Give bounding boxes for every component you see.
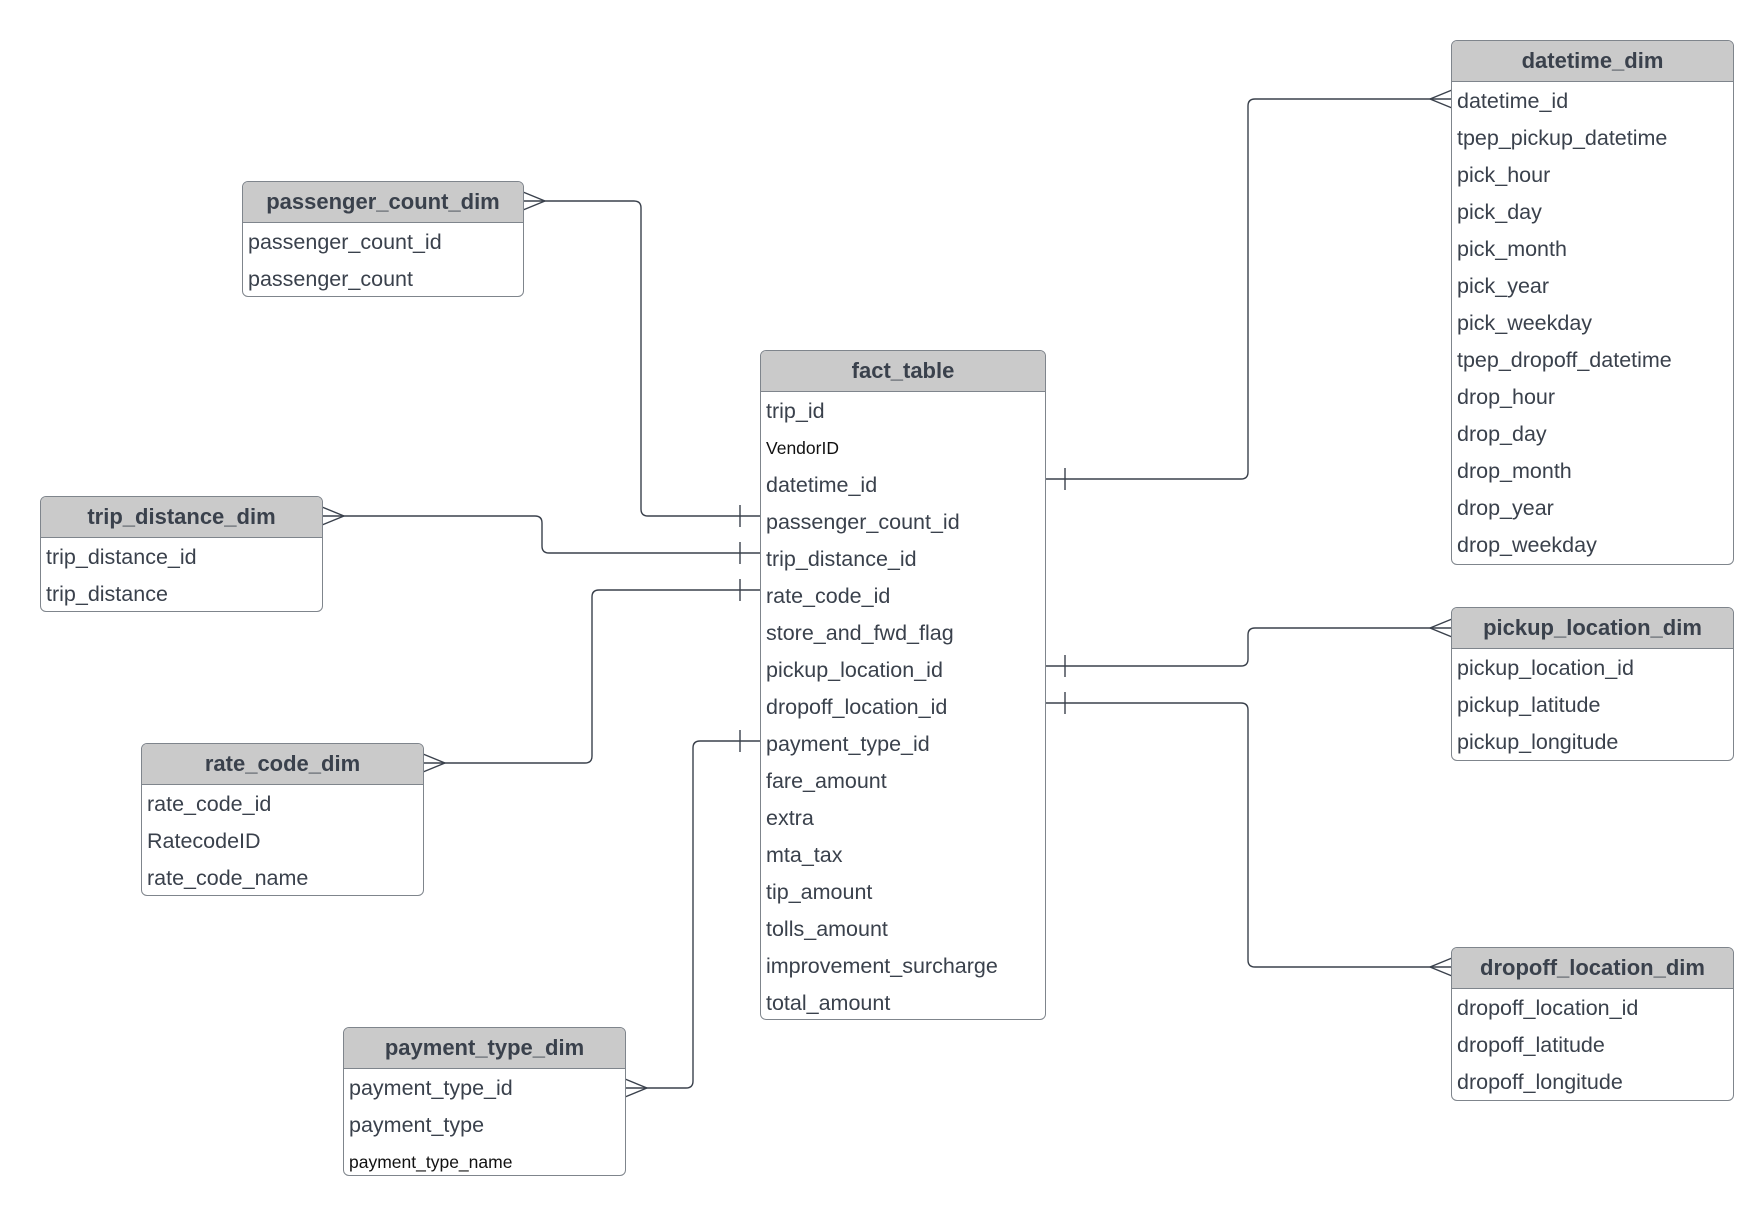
field-row[interactable]: tpep_pickup_datetime <box>1457 126 1668 150</box>
field-row[interactable]: trip_distance_id <box>46 545 197 569</box>
field-row[interactable]: total_amount <box>766 991 891 1015</box>
field-row[interactable]: payment_type <box>349 1113 485 1137</box>
field-list: pickup_location_id pickup_latitude pickup_… <box>1452 649 1733 760</box>
relationship-pickup-location <box>1045 627 1452 667</box>
field-row[interactable]: pickup_location_id <box>766 658 943 682</box>
field-row[interactable]: payment_type_name <box>349 1152 513 1172</box>
field-row[interactable]: pick_year <box>1457 274 1550 298</box>
field-row[interactable]: drop_weekday <box>1457 533 1597 557</box>
relationship-rate-code <box>423 589 760 764</box>
field-row[interactable]: pick_month <box>1457 237 1567 261</box>
field-row[interactable]: payment_type_id <box>349 1076 513 1100</box>
field-row[interactable]: pick_day <box>1457 200 1542 224</box>
crowfoot-passenger-count <box>522 191 546 211</box>
field-row[interactable]: mta_tax <box>766 843 843 867</box>
field-row[interactable]: rate_code_id <box>766 584 891 608</box>
entity-title: rate_code_dim <box>142 744 423 785</box>
field-row[interactable]: pick_hour <box>1457 163 1551 187</box>
field-row[interactable]: improvement_surcharge <box>766 954 998 978</box>
field-row[interactable]: store_and_fwd_flag <box>766 621 954 645</box>
field-row[interactable]: drop_hour <box>1457 385 1556 409</box>
crowfoot-pickup-location <box>1429 618 1453 638</box>
field-row[interactable]: dropoff_location_id <box>1457 996 1639 1020</box>
field-row[interactable]: tpep_dropoff_datetime <box>1457 348 1672 372</box>
relationship-trip-distance <box>322 515 760 554</box>
field-row[interactable]: payment_type_id <box>766 732 930 756</box>
relationship-payment-type <box>625 740 760 1089</box>
field-list: trip_distance_id trip_distance <box>41 538 322 611</box>
relationship-passenger-count <box>523 200 760 517</box>
field-list: payment_type_id payment_type payment_type_… <box>344 1069 625 1175</box>
field-row[interactable]: pick_weekday <box>1457 311 1593 335</box>
field-row[interactable]: VendorID <box>766 438 839 458</box>
crowfoot-datetime <box>1429 89 1453 109</box>
field-row[interactable]: pickup_longitude <box>1457 730 1619 754</box>
field-row[interactable]: drop_day <box>1457 422 1547 446</box>
field-row[interactable]: trip_distance <box>46 582 168 606</box>
entity-title: payment_type_dim <box>344 1028 625 1069</box>
crowfoot-trip-distance <box>321 506 345 526</box>
entity-title: passenger_count_dim <box>243 182 523 223</box>
field-row[interactable]: drop_month <box>1457 459 1572 483</box>
field-row[interactable]: RatecodeID <box>147 829 261 853</box>
field-row[interactable]: passenger_count_id <box>248 230 442 254</box>
field-row[interactable]: datetime_id <box>766 473 878 497</box>
relationship-datetime <box>1045 98 1452 480</box>
field-row[interactable]: tip_amount <box>766 880 873 904</box>
field-row[interactable]: tolls_amount <box>766 917 888 941</box>
field-row[interactable]: fare_amount <box>766 769 887 793</box>
field-row[interactable]: trip_id <box>766 399 825 423</box>
crowfoot-rate-code <box>422 753 446 773</box>
entity-title: fact_table <box>761 351 1045 392</box>
field-row[interactable]: pickup_latitude <box>1457 693 1601 717</box>
entity-title: pickup_location_dim <box>1452 608 1733 649</box>
field-list: passenger_count_id passenger_count <box>243 223 523 296</box>
entity-title: trip_distance_dim <box>41 497 322 538</box>
field-row[interactable]: trip_distance_id <box>766 547 917 571</box>
field-row[interactable]: datetime_id <box>1457 89 1569 113</box>
entity-title: dropoff_location_dim <box>1452 948 1733 989</box>
field-row[interactable]: passenger_count_id <box>766 510 960 534</box>
field-row[interactable]: drop_year <box>1457 496 1554 520</box>
entity-title: datetime_dim <box>1452 41 1733 82</box>
entity-datetime-dim[interactable]: datetime_dim datetime_id tpep_pickup_datet… <box>1451 40 1734 565</box>
field-row[interactable]: rate_code_name <box>147 866 309 890</box>
field-list: datetime_id tpep_pickup_datetime pick_hour… <box>1452 82 1733 564</box>
relationship-dropoff-location <box>1045 702 1452 968</box>
field-row[interactable]: dropoff_latitude <box>1457 1033 1605 1057</box>
field-row[interactable]: passenger_count <box>248 267 413 291</box>
field-row[interactable]: dropoff_longitude <box>1457 1070 1623 1094</box>
field-row[interactable]: extra <box>766 806 814 830</box>
field-row[interactable]: dropoff_location_id <box>766 695 948 719</box>
field-row[interactable]: pickup_location_id <box>1457 656 1634 680</box>
crowfoot-payment-type <box>624 1078 648 1098</box>
crowfoot-dropoff-location <box>1429 957 1453 977</box>
field-row[interactable]: rate_code_id <box>147 792 272 816</box>
